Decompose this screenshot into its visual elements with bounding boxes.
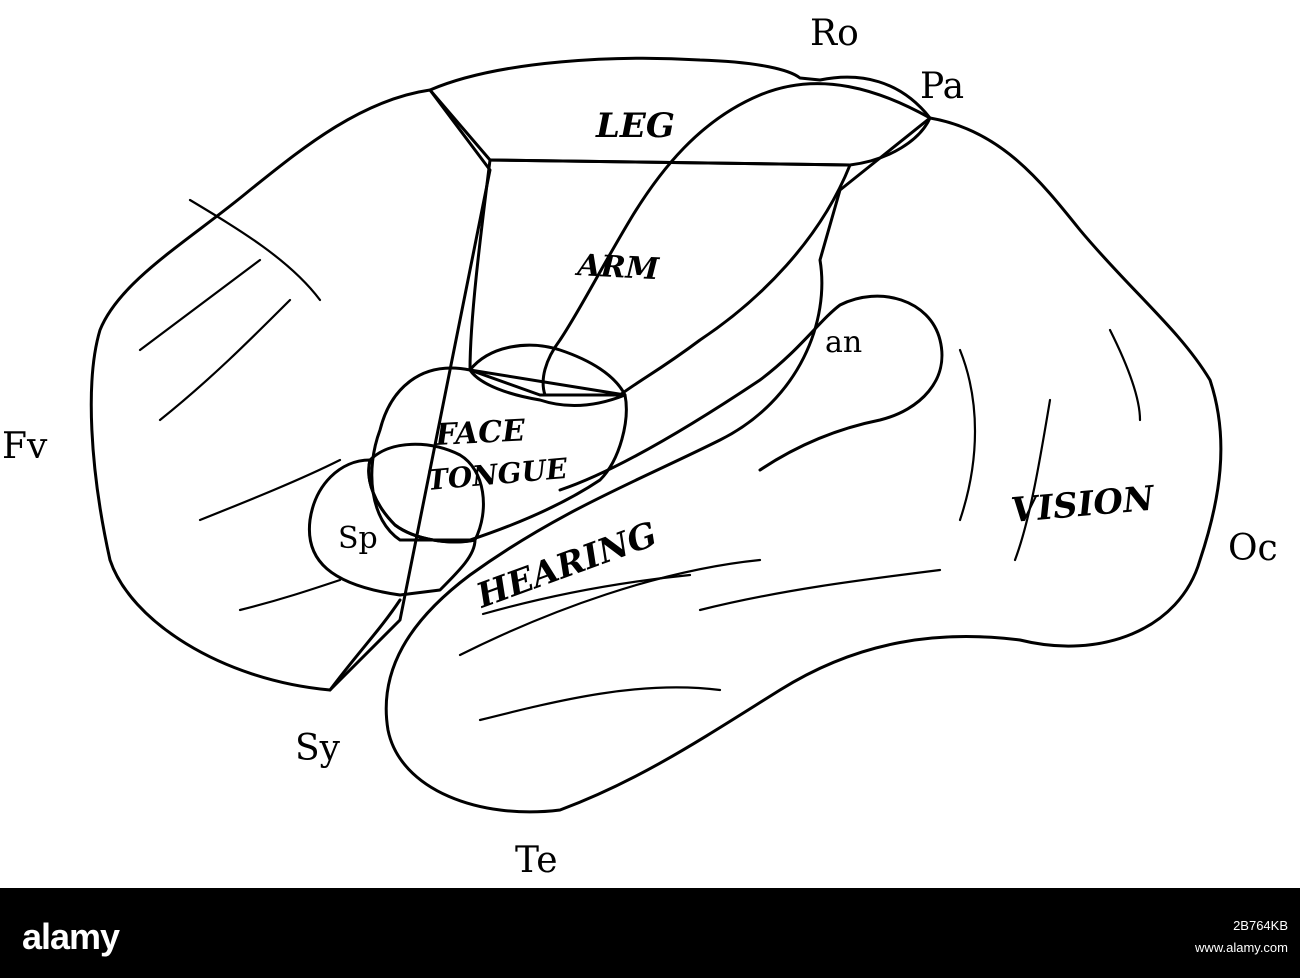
angular-gyrus bbox=[558, 294, 944, 492]
frontal-lobe bbox=[89, 88, 492, 692]
brain-diagram: Ro Pa Fv Oc Sy Te an Sp LEG ARM FACE TON… bbox=[2, 13, 1278, 881]
speech-area bbox=[307, 458, 477, 597]
region-vision: VISION bbox=[1009, 478, 1157, 531]
stock-image-id: 2B764KB bbox=[1233, 918, 1288, 933]
label-an: an bbox=[825, 325, 862, 360]
arm-area bbox=[468, 158, 852, 397]
label-sp: Sp bbox=[338, 521, 378, 556]
label-pa: Pa bbox=[920, 66, 964, 107]
label-sy: Sy bbox=[295, 728, 341, 769]
label-te: Te bbox=[515, 840, 558, 881]
region-arm: ARM bbox=[574, 248, 661, 287]
label-ro: Ro bbox=[810, 13, 859, 54]
parietal-occipital-lobe bbox=[384, 116, 1223, 814]
region-face: FACE bbox=[434, 413, 527, 453]
region-leg: LEG bbox=[595, 106, 675, 146]
stock-logo: alamy bbox=[22, 916, 120, 957]
leg-area bbox=[428, 56, 932, 167]
arm-face-overlap bbox=[468, 343, 627, 407]
stock-footer-bar: alamy bbox=[0, 888, 1300, 978]
region-tongue: TONGUE bbox=[426, 452, 569, 497]
label-fv: Fv bbox=[2, 426, 48, 467]
stock-site: www.alamy.com bbox=[1195, 940, 1288, 955]
label-oc: Oc bbox=[1228, 528, 1278, 569]
